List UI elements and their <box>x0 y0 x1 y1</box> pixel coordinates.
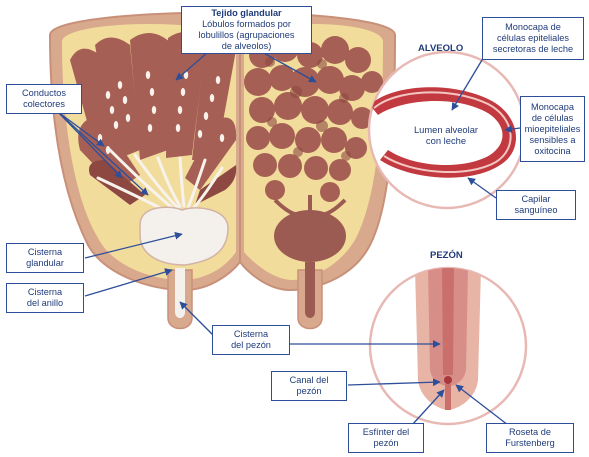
conductos-colectores-label: Conductos colectores <box>6 84 82 114</box>
pezon-title: PEZÓN <box>430 250 463 261</box>
canal-pezon-label: Canal del pezón <box>271 371 347 401</box>
cisterna-pezon-label: Cisterna del pezón <box>212 325 290 355</box>
tejido-glandular-label: Tejido glandular Lóbulos formados por lo… <box>181 6 312 54</box>
roseta-furstenberg-label: Roseta de Furstenberg <box>486 423 574 453</box>
esfinter-pezon-label: Esfínter del pezón <box>348 423 424 453</box>
capilar-sanguineo-label: Capilar sanguíneo <box>496 190 576 220</box>
cisterna-anillo-label: Cisterna del anillo <box>6 283 84 313</box>
right-gland-cistern <box>274 210 346 262</box>
pezon-inset <box>370 268 526 424</box>
monocapa-secretoras-label: Monocapa de células epiteliales secretor… <box>482 17 584 60</box>
monocapa-mioepiteliales-label: Monocapa de células mioepiteliales sensi… <box>520 96 585 162</box>
udder-body <box>50 13 395 329</box>
lumen-alveolar-text: Lumen alveolar con leche <box>396 124 496 146</box>
alveolo-title: ALVEOLO <box>418 43 463 54</box>
rosette-furstenberg <box>444 376 452 384</box>
cisterna-glandular-label: Cisterna glandular <box>6 243 84 273</box>
